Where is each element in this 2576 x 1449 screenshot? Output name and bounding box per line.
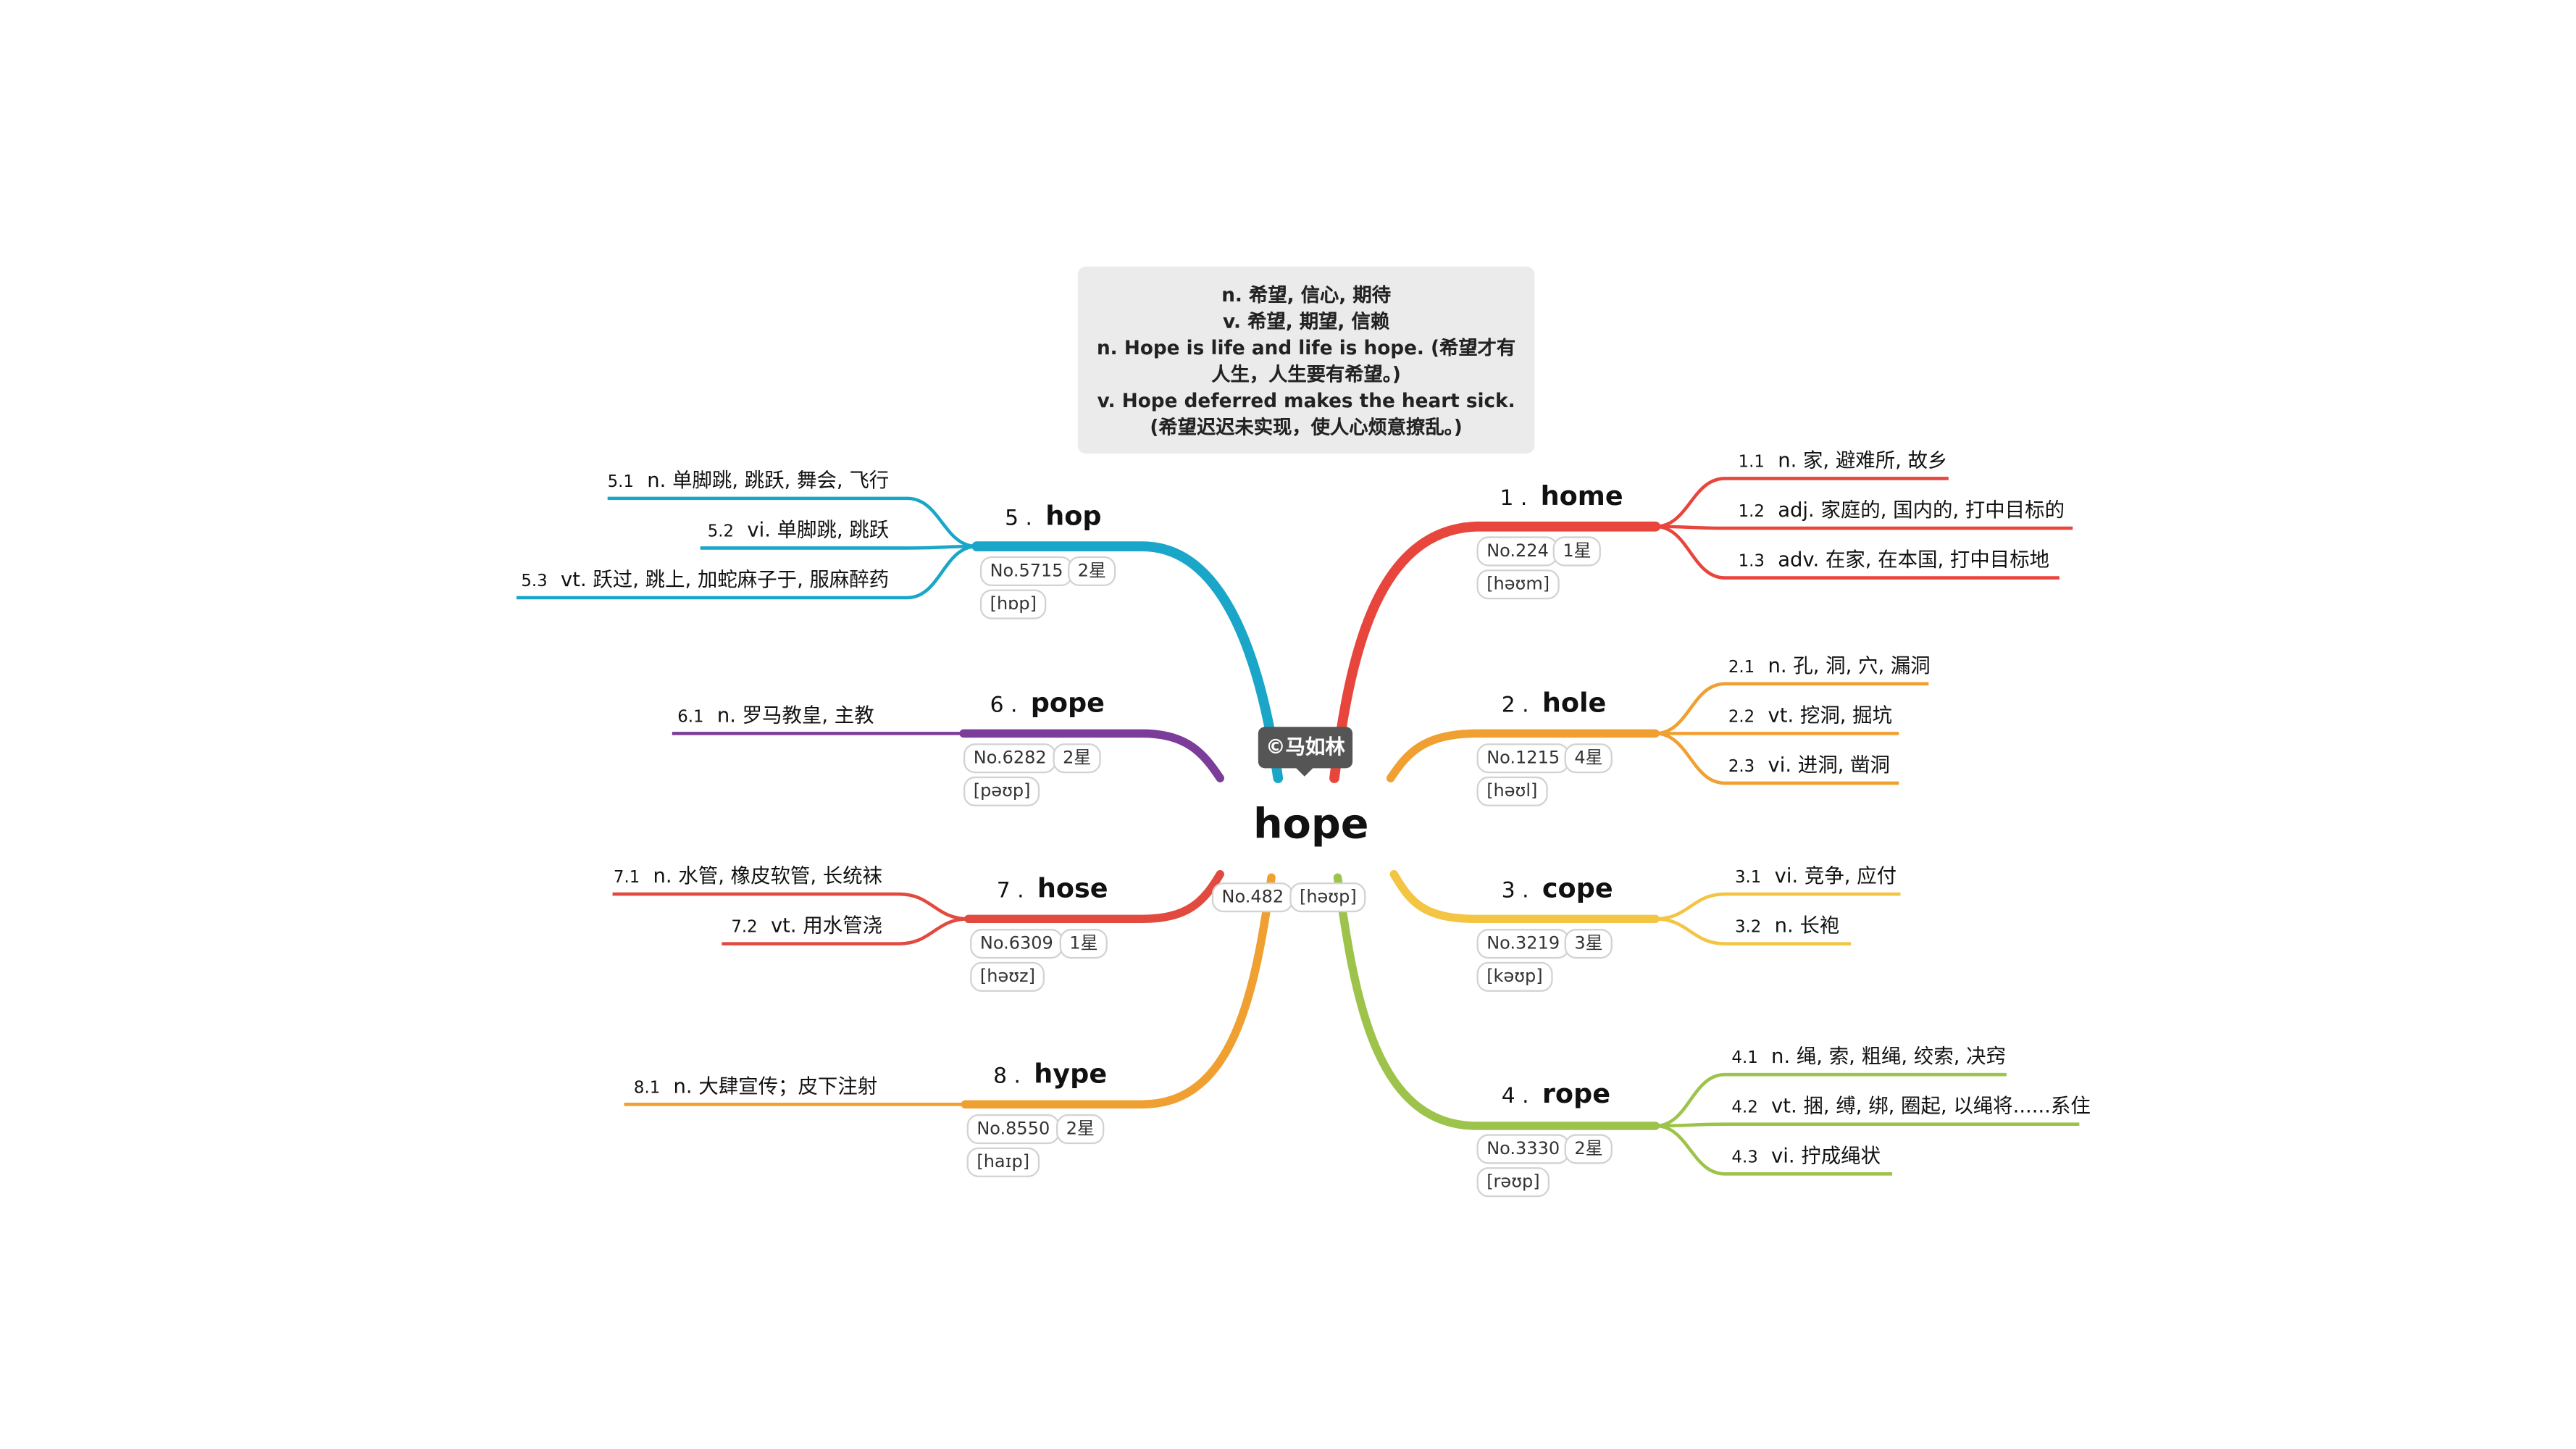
rank-tag: No.3330	[1476, 1134, 1570, 1164]
sub-branch-line-rope	[1655, 1122, 2080, 1128]
phonetic-tag: [kəʊp]	[1476, 961, 1553, 992]
center-rank-tag: No.482	[1211, 882, 1294, 913]
sub-branch-line-hole	[1655, 682, 1929, 735]
stars-tag: 1星	[1059, 929, 1108, 959]
branch-line-hype	[961, 873, 1276, 1109]
stars-tag: 2星	[1068, 556, 1116, 586]
sub-branch-line-rope	[1655, 1124, 1893, 1176]
sub-branch-line-home	[1655, 525, 2059, 580]
sub-branch-line-home	[1655, 525, 2073, 530]
sub-branch-line-home	[1655, 477, 1949, 529]
rank-tag: No.5715	[979, 556, 1074, 586]
branch-line-hose	[964, 869, 1224, 924]
branch-node-cope[interactable]: 3 .cope	[1501, 872, 1613, 904]
phonetic-tag: [həʊm]	[1476, 569, 1560, 600]
note-line: n. Hope is life and life is hope. (希望才有人…	[1096, 335, 1516, 386]
stars-tag: 2星	[1056, 1114, 1105, 1145]
definition-note: n. 希望, 信心, 期待 v. 希望, 期望, 信赖 n. Hope is l…	[1077, 266, 1535, 454]
branch-line-cope	[1389, 869, 1660, 924]
phonetic-tag: [hɒp]	[979, 589, 1047, 619]
stars-tag: 2星	[1053, 743, 1102, 774]
branch-node-hole[interactable]: 2 .hole	[1501, 687, 1607, 719]
branch-line-rope	[1333, 873, 1660, 1130]
sub-branch-line-hop	[517, 544, 977, 600]
rank-tag: No.1215	[1476, 743, 1570, 774]
sub-branch-line-hole	[1655, 732, 1899, 785]
center-word: hope	[1253, 799, 1369, 848]
center-phonetic-tag: [həʊp]	[1289, 882, 1367, 913]
sub-branch-line-hop	[607, 496, 977, 548]
branch-node-pope[interactable]: 6 .pope	[990, 687, 1105, 719]
branch-node-hose[interactable]: 7 .hose	[996, 872, 1108, 904]
phonetic-tag: [haɪp]	[966, 1147, 1040, 1177]
rank-tag: No.3219	[1476, 929, 1570, 959]
branch-node-hop[interactable]: 5 .hop	[1005, 500, 1102, 532]
note-line: v. Hope deferred makes the heart sick. (…	[1097, 389, 1515, 439]
stars-tag: 4星	[1564, 743, 1613, 774]
stars-tag: 1星	[1552, 536, 1602, 567]
phonetic-tag: [rəʊp]	[1476, 1167, 1550, 1198]
phonetic-tag: [həʊz]	[970, 961, 1045, 992]
phonetic-tag: [həʊl]	[1476, 776, 1548, 806]
watermark-badge-pointer	[1295, 767, 1315, 777]
branch-line-hole	[1386, 729, 1660, 782]
sub-branch-line-hose	[722, 917, 969, 945]
note-line: n. 希望, 信心, 期待	[1221, 283, 1392, 306]
phonetic-tag: [pəʊp]	[963, 776, 1041, 806]
rank-tag: No.6309	[970, 929, 1063, 959]
stars-tag: 2星	[1564, 1134, 1613, 1164]
stars-tag: 3星	[1564, 929, 1613, 959]
rank-tag: No.224	[1476, 536, 1559, 567]
branch-node-rope[interactable]: 4 .rope	[1501, 1077, 1610, 1110]
rank-tag: No.6282	[963, 743, 1057, 774]
sub-branch-line-cope	[1655, 892, 1901, 921]
branch-node-home[interactable]: 1 .home	[1500, 480, 1623, 512]
sub-branch-line-cope	[1655, 917, 1851, 945]
rank-tag: No.8550	[966, 1114, 1060, 1145]
sub-branch-line-hop	[700, 544, 977, 550]
watermark-badge: ©马如林	[1258, 727, 1353, 769]
branch-node-hype[interactable]: 8 .hype	[993, 1058, 1108, 1090]
note-line: v. 希望, 期望, 信赖	[1223, 309, 1390, 333]
branch-line-pope	[959, 729, 1224, 782]
sub-branch-line-hose	[612, 892, 969, 921]
sub-branch-line-rope	[1655, 1072, 2007, 1128]
